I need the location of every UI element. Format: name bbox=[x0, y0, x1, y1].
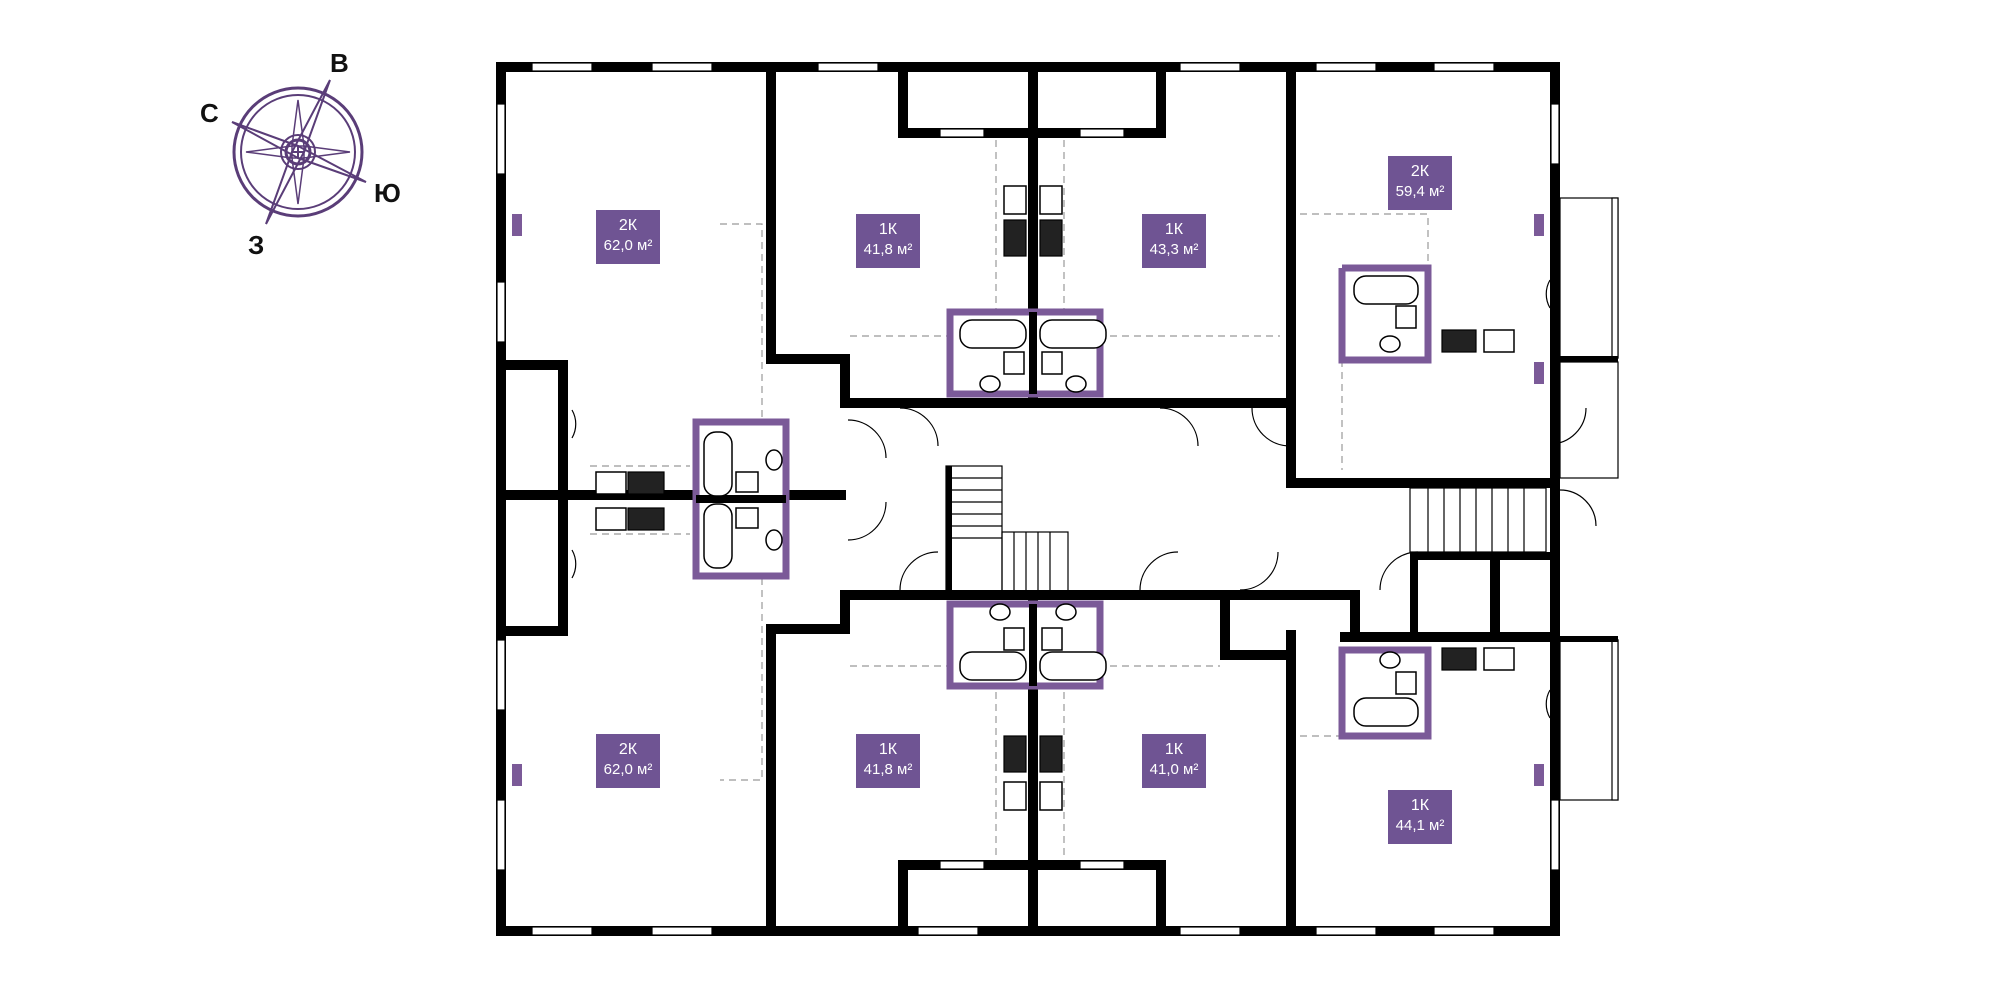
accent-marks bbox=[512, 214, 1544, 786]
unit-type: 2К bbox=[618, 217, 638, 234]
unit-label[interactable]: 1К 41,0 м² bbox=[1142, 734, 1206, 788]
unit-type: 2К bbox=[618, 741, 638, 758]
unit-area: 43,3 м² bbox=[1149, 241, 1199, 258]
unit-type: 1К bbox=[1164, 221, 1184, 238]
unit-area: 41,8 м² bbox=[863, 241, 913, 258]
unit-label[interactable]: 2К 62,0 м² bbox=[596, 734, 660, 788]
walls bbox=[496, 62, 1560, 936]
unit-area: 62,0 м² bbox=[603, 237, 653, 254]
unit-area: 41,8 м² bbox=[863, 761, 913, 778]
compass-west-label: З bbox=[248, 230, 265, 260]
unit-label[interactable]: 2К 62,0 м² bbox=[596, 210, 660, 264]
unit-type: 2К bbox=[1410, 163, 1430, 180]
compass-east-label: В bbox=[330, 48, 349, 78]
unit-label[interactable]: 1К 41,8 м² bbox=[856, 734, 920, 788]
stairs bbox=[945, 465, 1547, 597]
unit-area: 62,0 м² bbox=[603, 761, 653, 778]
unit-type: 1К bbox=[878, 221, 898, 238]
balconies bbox=[1559, 197, 1619, 801]
compass-rose-icon bbox=[231, 79, 367, 225]
fixtures bbox=[571, 185, 1597, 811]
unit-area: 44,1 м² bbox=[1395, 817, 1445, 834]
compass-north-label: С bbox=[200, 98, 219, 128]
unit-type: 1К bbox=[1410, 797, 1430, 814]
unit-type: 1К bbox=[1164, 741, 1184, 758]
unit-type: 1К bbox=[878, 741, 898, 758]
unit-label[interactable]: 1К 41,8 м² bbox=[856, 214, 920, 268]
unit-label[interactable]: 1К 44,1 м² bbox=[1388, 790, 1452, 844]
compass-south-label: Ю bbox=[374, 178, 401, 208]
unit-label[interactable]: 1К 43,3 м² bbox=[1142, 214, 1206, 268]
unit-area: 41,0 м² bbox=[1149, 761, 1199, 778]
unit-area: 59,4 м² bbox=[1395, 183, 1445, 200]
unit-label[interactable]: 2К 59,4 м² bbox=[1388, 156, 1452, 210]
